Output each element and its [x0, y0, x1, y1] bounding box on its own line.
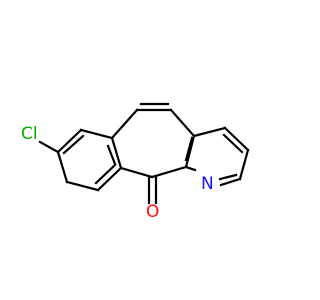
bond [119, 166, 154, 179]
double-bond-inner [106, 144, 117, 166]
benzene-ring [56, 128, 154, 192]
chemical-structure-diagram: Cl N O [21, 102, 250, 222]
bond [79, 128, 114, 140]
bond [223, 126, 250, 152]
bond [150, 165, 188, 179]
pyridine-ring [184, 126, 250, 187]
cycloheptene-ring [110, 102, 196, 205]
double-bond-inner [62, 134, 85, 155]
bond [184, 134, 196, 169]
nitrogen-atom-label: N [201, 174, 214, 194]
bond [110, 136, 123, 170]
bond [219, 177, 242, 187]
bond [56, 128, 83, 154]
bond [192, 126, 227, 138]
bond [96, 166, 123, 192]
double-bond-inner [218, 173, 238, 181]
double-bond-inner [222, 133, 244, 154]
bond [169, 108, 196, 138]
bond [65, 180, 100, 192]
chlorine-bond [38, 140, 60, 154]
oxygen-atom-label: O [146, 202, 159, 222]
bond [110, 108, 139, 140]
bond [184, 165, 197, 172]
double-bond-inner [184, 136, 194, 162]
double-bond-inner [94, 163, 117, 185]
bond [238, 148, 250, 181]
chlorine-atom-label: Cl [21, 124, 38, 144]
bond [56, 150, 69, 184]
